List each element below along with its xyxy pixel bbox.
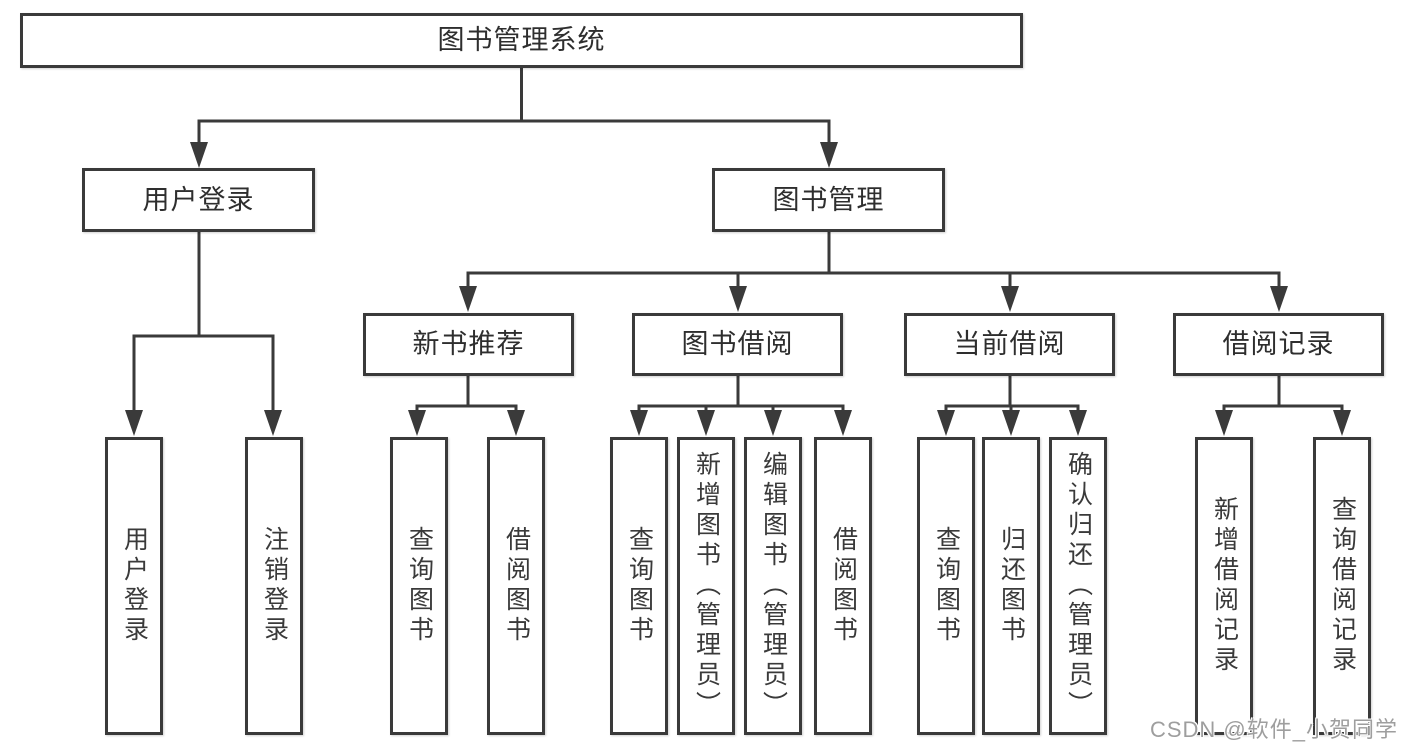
- node-book-management: 图书管理: [712, 168, 945, 232]
- node-new-book-recommend-label: 新书推荐: [412, 329, 525, 359]
- leaf-borrow-books-borrow-label: 借阅图书: [829, 526, 858, 646]
- leaf-add-borrow-record: 新增借阅记录: [1195, 437, 1253, 735]
- connector-borrow-records-to-leaves: [1222, 374, 1344, 416]
- node-current-borrowing: 当前借阅: [904, 313, 1115, 376]
- arrowheads-current-borrow-leaves: [937, 410, 1087, 436]
- node-root-library-system: 图书管理系统: [20, 13, 1023, 68]
- arrowheads-root-to-level2: [190, 142, 838, 168]
- leaf-query-books-current-label: 查询图书: [932, 526, 961, 646]
- leaf-query-books-borrow-label: 查询图书: [625, 526, 654, 646]
- leaf-logout-label: 注销登录: [260, 526, 289, 646]
- arrowheads-book-borrow-leaves: [630, 410, 852, 436]
- connector-book-management-to-level3: [466, 230, 1281, 292]
- leaf-logout: 注销登录: [245, 437, 303, 735]
- leaf-add-book-admin: 新增图书（管理员）: [677, 437, 735, 735]
- leaf-return-books: 归还图书: [982, 437, 1040, 735]
- node-root-label: 图书管理系统: [437, 25, 606, 55]
- connector-root-to-level2: [197, 66, 831, 148]
- node-book-management-label: 图书管理: [772, 184, 885, 215]
- arrowheads-borrow-records-leaves: [1215, 410, 1351, 436]
- node-user-login-label: 用户登录: [142, 184, 255, 215]
- arrowheads-level3: [459, 286, 1288, 312]
- connector-current-borrow-to-leaves: [944, 374, 1080, 416]
- node-book-borrowing: 图书借阅: [632, 313, 843, 376]
- leaf-confirm-return-admin-label: 确认归还（管理员）: [1064, 451, 1093, 721]
- leaf-user-login: 用户登录: [105, 437, 163, 735]
- node-borrowing-records-label: 借阅记录: [1222, 329, 1335, 359]
- connector-user-login-to-leaves: [132, 230, 275, 416]
- leaf-confirm-return-admin: 确认归还（管理员）: [1049, 437, 1107, 735]
- leaf-query-books-newbook: 查询图书: [390, 437, 448, 735]
- leaf-return-books-label: 归还图书: [997, 526, 1026, 646]
- arrowheads-user-login-leaves: [125, 410, 282, 436]
- connector-new-book-to-leaves: [415, 374, 518, 416]
- leaf-borrow-books-newbook: 借阅图书: [487, 437, 545, 735]
- leaf-query-books-borrow: 查询图书: [610, 437, 668, 735]
- csdn-watermark: CSDN @软件_小贺同学: [1149, 717, 1398, 742]
- node-new-book-recommend: 新书推荐: [363, 313, 574, 376]
- leaf-edit-book-admin-label: 编辑图书（管理员）: [759, 451, 788, 721]
- leaf-edit-book-admin: 编辑图书（管理员）: [744, 437, 802, 735]
- leaf-query-books-newbook-label: 查询图书: [405, 526, 434, 646]
- leaf-query-books-current: 查询图书: [917, 437, 975, 735]
- leaf-query-borrow-record-label: 查询借阅记录: [1328, 496, 1357, 676]
- leaf-user-login-label: 用户登录: [120, 526, 149, 646]
- node-borrowing-records: 借阅记录: [1173, 313, 1384, 376]
- leaf-query-borrow-record: 查询借阅记录: [1313, 437, 1371, 735]
- node-current-borrowing-label: 当前借阅: [953, 329, 1066, 359]
- leaf-borrow-books-borrow: 借阅图书: [814, 437, 872, 735]
- leaf-add-book-admin-label: 新增图书（管理员）: [692, 451, 721, 721]
- node-book-borrowing-label: 图书借阅: [681, 329, 794, 359]
- arrowheads-new-book-leaves: [408, 410, 525, 436]
- leaf-add-borrow-record-label: 新增借阅记录: [1210, 496, 1239, 676]
- leaf-borrow-books-newbook-label: 借阅图书: [502, 526, 531, 646]
- node-user-login: 用户登录: [82, 168, 315, 232]
- connector-book-borrow-to-leaves: [637, 374, 845, 416]
